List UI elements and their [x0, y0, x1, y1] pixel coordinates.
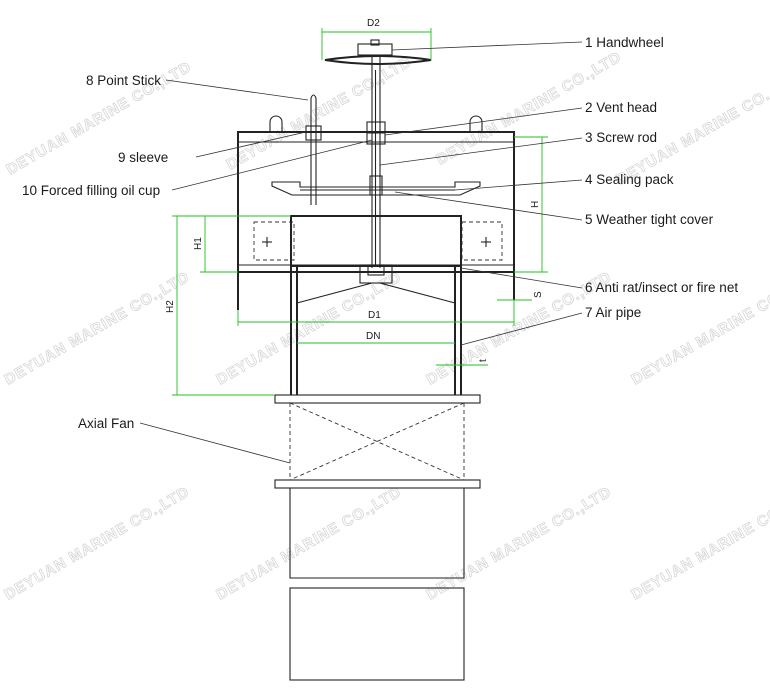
label-sealing-pack: 4 Sealing pack — [585, 172, 674, 187]
watermark: DEYUAN MARINE CO.,LTD — [629, 483, 770, 603]
label-air-pipe: 7 Air pipe — [585, 305, 641, 320]
label-handwheel: 1 Handwheel — [585, 35, 664, 50]
weather-tight-cover — [271, 175, 481, 196]
dim-h1: H1 — [193, 237, 204, 250]
label-sleeve: 9 sleeve — [118, 150, 168, 165]
label-weather-tight-cover: 5 Weather tight cover — [585, 212, 714, 227]
watermark: DEYUAN MARINE CO.,LTD — [424, 483, 615, 603]
watermark: DEYUAN MARINE CO.,LTD — [224, 53, 415, 173]
label-vent-head: 2 Vent head — [585, 100, 657, 115]
air-pipe — [290, 215, 462, 395]
dim-h2: H2 — [165, 300, 176, 313]
label-oil-cup: 10 Forced filling oil cup — [22, 183, 160, 198]
label-point-stick: 8 Point Stick — [86, 73, 161, 88]
dim-t: t — [478, 359, 489, 362]
dim-d2: D2 — [367, 18, 380, 29]
leader-lines — [139, 41, 583, 464]
dimension-lines — [172, 28, 548, 396]
watermark: DEYUAN MARINE CO.,LTD — [214, 268, 405, 388]
watermark: DEYUAN MARINE CO.,LTD — [2, 483, 193, 603]
dim-s: S — [533, 291, 544, 298]
label-anti-rat-net: 6 Anti rat/insect or fire net — [585, 280, 738, 295]
watermark: DEYUAN MARINE CO.,LTD — [2, 268, 193, 388]
screw-rod — [371, 55, 381, 268]
label-screw-rod: 3 Screw rod — [585, 130, 657, 145]
dim-d1: D1 — [368, 310, 381, 321]
handwheel — [324, 39, 432, 65]
part-labels: 1 Handwheel 2 Vent head 3 Screw rod 4 Se… — [22, 35, 738, 431]
label-axial-fan: Axial Fan — [78, 416, 134, 431]
dim-h: H — [530, 201, 541, 208]
dimension-texts: D2 D1 DN H H1 H2 S t — [165, 18, 544, 362]
watermark: DEYUAN MARINE CO.,LTD — [614, 68, 770, 188]
axial-fan — [274, 394, 481, 681]
dim-dn: DN — [366, 331, 380, 342]
watermark: DEYUAN MARINE CO.,LTD — [214, 483, 405, 603]
